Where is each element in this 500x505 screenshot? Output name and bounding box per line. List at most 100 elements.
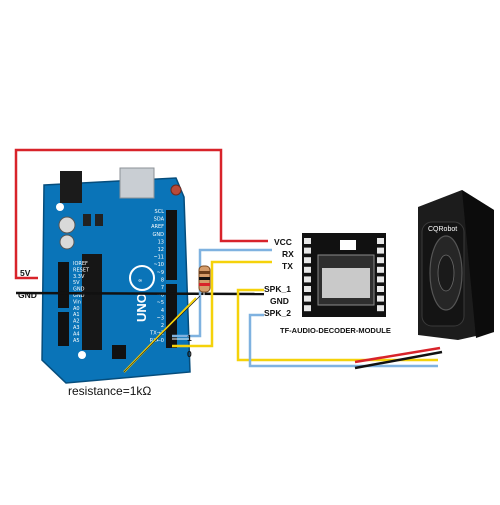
module-pad-right-3 bbox=[377, 266, 384, 273]
board-pin-label-left-0: IOREF bbox=[73, 261, 88, 267]
label-gnd-module: GND bbox=[270, 296, 289, 306]
label-spk2: SPK_2 bbox=[264, 308, 291, 318]
board-pin-label-left-6: Vin bbox=[73, 299, 81, 305]
module-pad-left-1 bbox=[304, 247, 311, 254]
board-pin-label-left-9: A2 bbox=[73, 319, 80, 325]
board-pin-label-right-16: TX→1 bbox=[149, 331, 164, 337]
module-pad-right-6 bbox=[377, 295, 384, 302]
module-pad-left-5 bbox=[304, 286, 311, 292]
wire-spk1 bbox=[236, 288, 438, 362]
tf-audio-decoder-module bbox=[302, 233, 386, 317]
icsp-header bbox=[112, 345, 126, 359]
speaker-icon: CQRobot bbox=[418, 190, 494, 340]
board-pin-label-right-8: ~9 bbox=[157, 270, 164, 276]
module-pad-left-0 bbox=[304, 238, 311, 244]
module-pad-left-3 bbox=[304, 266, 311, 273]
board-pin-label-right-14: ~3 bbox=[157, 315, 164, 321]
wire-gnd bbox=[15, 291, 265, 296]
digital-header-low bbox=[166, 284, 177, 348]
board-pin-label-right-2: AREF bbox=[151, 224, 164, 230]
label-spk1: SPK_1 bbox=[264, 284, 291, 294]
module-pad-left-4 bbox=[304, 276, 311, 283]
power-header bbox=[58, 262, 69, 308]
module-pad-right-7 bbox=[377, 305, 384, 312]
usb-port-icon bbox=[119, 167, 155, 199]
board-pin-label-right-10: 7 bbox=[161, 285, 164, 291]
board-pin-label-right-4: 13 bbox=[158, 239, 164, 245]
board-pin-label-right-11: ~6 bbox=[157, 293, 164, 299]
module-pad-left-2 bbox=[304, 257, 311, 264]
board-pin-label-right-1: SDA bbox=[154, 217, 165, 223]
module-pad-right-5 bbox=[377, 286, 384, 292]
module-name-label: TF-AUDIO-DECODER-MODULE bbox=[280, 326, 391, 335]
speaker-side bbox=[462, 190, 494, 338]
board-pin-label-left-11: A4 bbox=[73, 331, 80, 337]
board-pin-label-left-1: RESET bbox=[73, 267, 90, 273]
module-pad-right-0 bbox=[377, 238, 384, 244]
speaker-lead-black bbox=[354, 350, 443, 370]
module-pad-right-1 bbox=[377, 247, 384, 254]
board-pin-label-left-10: A3 bbox=[73, 325, 80, 331]
power-jack-icon bbox=[60, 171, 82, 203]
speaker-dustcap bbox=[437, 254, 455, 292]
board-pin-label-right-5: 12 bbox=[158, 247, 164, 253]
board-pin-label-left-5: GND bbox=[73, 293, 85, 299]
board-pin-label-right-12: ~5 bbox=[157, 300, 164, 306]
atmega-chip-icon bbox=[82, 254, 102, 350]
wire-spk2 bbox=[248, 313, 438, 368]
mounting-hole-icon bbox=[56, 203, 64, 211]
wire-tx bbox=[172, 260, 272, 348]
board-pin-label-right-15: 2 bbox=[161, 323, 164, 329]
module-notch bbox=[340, 240, 356, 250]
board-pin-label-right-9: 8 bbox=[161, 277, 164, 283]
board-pin-label-left-8: A1 bbox=[73, 312, 80, 318]
label-gnd-left: GND bbox=[18, 290, 37, 300]
label-vcc: VCC bbox=[274, 237, 292, 247]
resistance-leader-outline bbox=[123, 295, 201, 373]
board-pin-label-right-17: RX←0 bbox=[150, 338, 164, 344]
analog-header bbox=[58, 312, 69, 346]
wire-5v bbox=[14, 148, 268, 280]
regulator-icon bbox=[83, 214, 91, 226]
module-pad-left-7 bbox=[304, 305, 311, 312]
resistor-icon bbox=[198, 265, 211, 293]
label-tx: TX bbox=[282, 261, 293, 271]
board-pin-label-right-6: ~11 bbox=[153, 255, 164, 261]
mounting-hole-icon bbox=[78, 351, 86, 359]
label-rx: RX bbox=[282, 249, 294, 259]
board-pin-label-left-7: A0 bbox=[73, 306, 80, 312]
board-model-label: UNO bbox=[134, 293, 149, 322]
module-pad-left-6 bbox=[304, 295, 311, 302]
arduino-uno-board: ∞ UNO IOREFRESET3.3V5VGNDGNDVinA0A1A2A3A… bbox=[41, 167, 191, 384]
resistance-label: resistance=1kΩ bbox=[68, 384, 151, 398]
speaker-lead-red bbox=[354, 346, 441, 364]
module-pad-right-4 bbox=[377, 276, 384, 283]
board-pin-label-left-12: A5 bbox=[73, 338, 80, 344]
board-pin-label-right-0: SCL bbox=[155, 209, 165, 215]
board-pin-label-left-2: 3.3V bbox=[73, 274, 85, 280]
board-pcb bbox=[41, 177, 191, 384]
board-pin-label-left-4: GND bbox=[73, 287, 85, 293]
arduino-logo-icon bbox=[129, 265, 155, 291]
capacitor-icon bbox=[59, 234, 75, 250]
logo-infinity: ∞ bbox=[138, 278, 142, 284]
wire-rx-highlight bbox=[172, 252, 272, 340]
board-pin-label-right-3: GND bbox=[153, 232, 165, 238]
speaker-brand-label: CQRobot bbox=[428, 226, 457, 233]
module-pad-right-2 bbox=[377, 257, 384, 264]
board-pin-label-right-7: ~10 bbox=[153, 262, 164, 268]
capacitor-icon bbox=[58, 216, 76, 234]
label-pin-1: 1 bbox=[187, 333, 192, 343]
reset-button-icon bbox=[170, 184, 182, 196]
regulator-icon bbox=[95, 214, 103, 226]
board-pin-label-right-13: 4 bbox=[161, 308, 164, 314]
digital-header-high bbox=[166, 210, 177, 280]
label-5v: 5V bbox=[20, 268, 31, 278]
microsd-card bbox=[322, 268, 370, 298]
wire-rx bbox=[172, 248, 272, 338]
board-pin-label-left-3: 5V bbox=[73, 280, 80, 286]
